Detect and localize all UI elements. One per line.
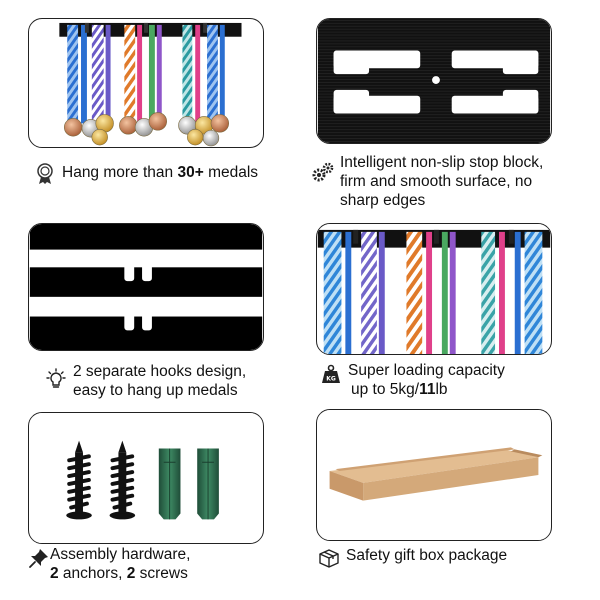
gift-box-icon [317, 546, 341, 568]
ribbon [124, 24, 136, 124]
caption-hooks-text: 2 separate hooks design, easy to hang up… [73, 363, 247, 399]
hardware-photo [28, 412, 264, 544]
ribbon [67, 24, 79, 124]
ribbon [156, 24, 162, 124]
ribbon [426, 231, 433, 354]
ribbon [345, 231, 352, 354]
ribbon [219, 24, 225, 124]
gift-box-photo [316, 409, 552, 541]
pushpin-icon [28, 547, 50, 569]
medal-hanger-illustration [59, 22, 242, 147]
caption-stop-block: Intelligent non-slip stop block, firm an… [312, 153, 590, 210]
ribbon [91, 24, 104, 124]
caption-capacity: KG Super loading capacity up to 5kg/11lb [322, 361, 505, 399]
hardware-illustration [29, 413, 263, 543]
caption-stop-block-text: Intelligent non-slip stop block, firm an… [340, 154, 544, 209]
medal [91, 128, 108, 146]
loading-capacity-photo [316, 223, 552, 355]
caption-medals: Hang more than 30+ medals [34, 163, 258, 185]
wall-anchor [158, 448, 181, 520]
ribbon [207, 24, 218, 124]
medal [210, 114, 230, 133]
medal-ribbon-icon [34, 163, 56, 185]
ribbon [323, 231, 342, 354]
kg-weight-icon: KG [320, 363, 342, 385]
screw [66, 440, 92, 520]
medal [187, 128, 204, 146]
loading-capacity-illustration [317, 224, 551, 354]
screw [109, 440, 136, 520]
medal [119, 116, 138, 135]
ribbon [148, 24, 155, 124]
stop-block-photo [316, 18, 552, 144]
ribbon [481, 231, 496, 354]
ribbon [105, 24, 111, 124]
ribbon [524, 231, 543, 354]
medal [63, 118, 83, 137]
medal-hanger-photo [28, 18, 264, 148]
medal [148, 112, 167, 131]
ribbon [182, 24, 193, 124]
hooks-design-photo [28, 223, 264, 351]
ribbon [449, 231, 456, 354]
ribbon [195, 24, 201, 124]
ribbon [361, 231, 377, 354]
wall-anchor [197, 448, 219, 520]
svg-text:KG: KG [326, 376, 336, 383]
caption-giftbox-text: Safety gift box package [346, 547, 508, 564]
gears-icon [312, 161, 334, 183]
ribbon [514, 231, 521, 354]
caption-hardware: Assembly hardware, 2 anchors, 2 screws [29, 545, 191, 583]
ribbon [499, 231, 505, 354]
cardboard-box [329, 447, 543, 501]
ribbon [81, 24, 87, 124]
gift-box-illustration [317, 410, 551, 540]
caption-giftbox: Safety gift box package [319, 546, 508, 568]
stop-block-illustration [317, 19, 551, 143]
caption-medals-text: Hang more than 30+ medals [62, 164, 259, 181]
lightbulb-icon [45, 368, 67, 390]
caption-capacity-text: Super loading capacity up to 5kg/11lb [348, 362, 505, 398]
ribbon [406, 231, 423, 354]
ribbon [441, 231, 448, 354]
caption-hardware-text: Assembly hardware, 2 anchors, 2 screws [50, 546, 191, 582]
caption-hooks: 2 separate hooks design, easy to hang up… [45, 362, 246, 400]
ribbon [137, 24, 143, 124]
medal [202, 129, 220, 147]
ribbon [378, 231, 385, 354]
hooks-design-illustration [29, 224, 263, 350]
